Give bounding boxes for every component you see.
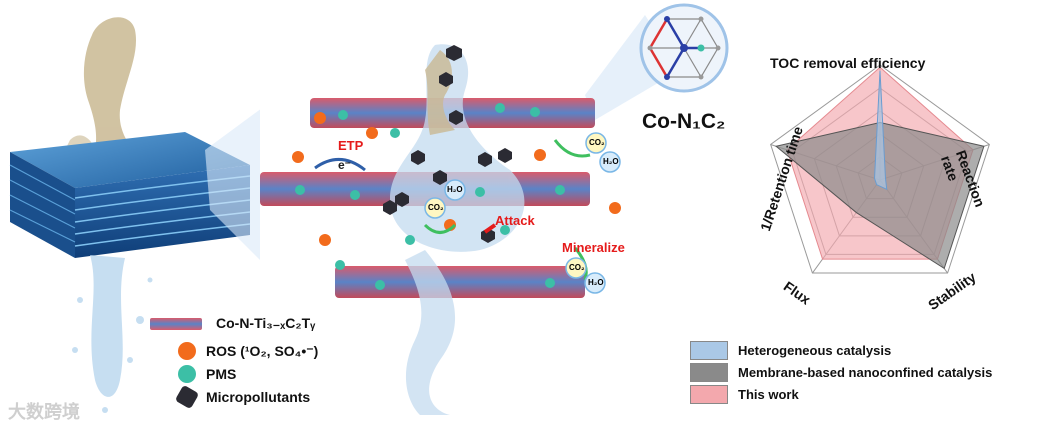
co2-label-3: CO₂ [569, 263, 585, 272]
h2o-label-2: H₂O [447, 185, 463, 194]
attack-label: Attack [495, 213, 535, 228]
pms-icon [178, 365, 196, 383]
radar-axis-label-toc: TOC removal efficiency [770, 55, 925, 71]
heterogeneous-label: Heterogeneous catalysis [738, 343, 891, 358]
legend-material-label: Co-N-Ti₃₋ₓC₂Tᵧ [216, 315, 315, 332]
catalyst-structure-icon [638, 2, 730, 94]
electron-label: e⁻ [338, 158, 351, 172]
thiswork-label: This work [738, 387, 799, 402]
legend-pms: PMS [178, 365, 236, 383]
membrane-label: Membrane-based nanoconfined catalysis [738, 365, 992, 380]
pollutant-icon [175, 385, 200, 410]
mineralize-label: Mineralize [562, 240, 625, 255]
thiswork-swatch [690, 385, 728, 404]
legend-pms-label: PMS [206, 366, 236, 382]
watermark: 大数跨境 [8, 398, 80, 424]
h2o-label-1: H₂O [603, 157, 619, 166]
etp-label: ETP [338, 138, 363, 153]
ros-icon [178, 342, 196, 360]
co2-label-2: CO₂ [428, 203, 444, 212]
legend-micropollutants-label: Micropollutants [206, 389, 310, 405]
catalyst-label: Co-N₁C₂ [642, 110, 725, 134]
co2-label-1: CO₂ [589, 138, 605, 147]
radar-legend-thiswork: This work [690, 385, 799, 404]
radar-legend-membrane: Membrane-based nanoconfined catalysis [690, 363, 992, 382]
catalyst-mechanism [240, 0, 670, 430]
legend-ros-label: ROS (¹O₂, SO₄•⁻) [206, 343, 318, 360]
material-swatch [150, 318, 202, 330]
legend-micropollutants: Micropollutants [178, 388, 310, 406]
membrane-swatch [690, 363, 728, 382]
filtered-water [72, 255, 153, 413]
radar-legend-heterogeneous: Heterogeneous catalysis [690, 341, 891, 360]
legend-ros: ROS (¹O₂, SO₄•⁻) [178, 342, 318, 360]
h2o-label-3: H₂O [588, 278, 604, 287]
heterogeneous-swatch [690, 341, 728, 360]
